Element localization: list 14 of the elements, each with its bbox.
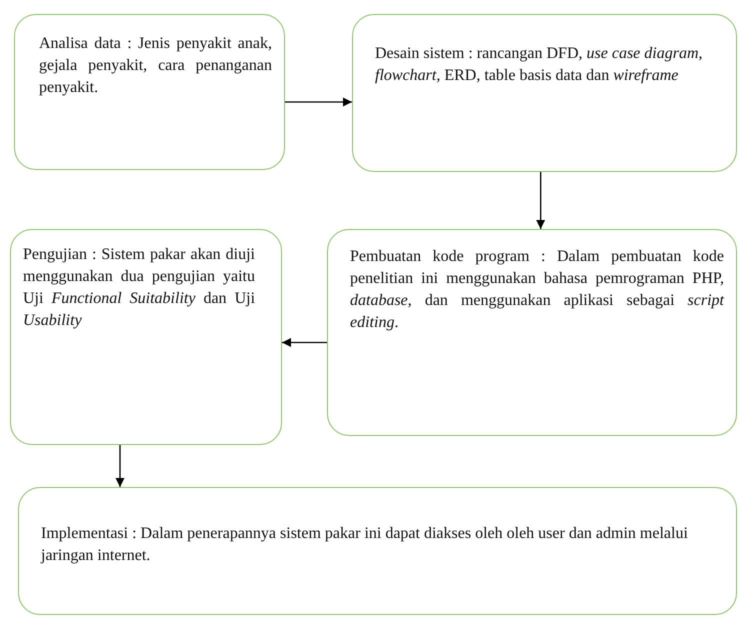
step-text: Desain sistem : rancangan DFD, use case diagram, flowchart, ERD, table basis data dan wireframe xyxy=(375,44,704,86)
process-box xyxy=(327,229,737,436)
step-text: Implementasi : Dalam penerapannya sistem pakar ini dapat diakses oleh oleh user dan admin melalui jaringan internet. xyxy=(41,524,689,566)
arrow xyxy=(115,445,125,487)
arrow xyxy=(536,172,546,229)
step-text: Analisa data : Jenis penyakit anak, gejala penyakit, cara penanganan penyakit. xyxy=(39,34,272,98)
process-box xyxy=(18,487,737,615)
process-box xyxy=(10,229,282,445)
process-box xyxy=(14,14,285,170)
process-box xyxy=(352,14,737,172)
arrow xyxy=(282,338,327,348)
step-text: Pengujian : Sistem pakar akan diuji menggunakan dua pengujian yaitu Uji Functional Suitability dan Uji Usability xyxy=(23,245,255,331)
arrow xyxy=(285,97,352,107)
step-text: Pembuatan kode program : Dalam pembuatan kode penelitian ini menggunakan bahasa pemrograman PHP, database, dan menggunakan aplikasi sebagai script editing. xyxy=(350,247,724,333)
